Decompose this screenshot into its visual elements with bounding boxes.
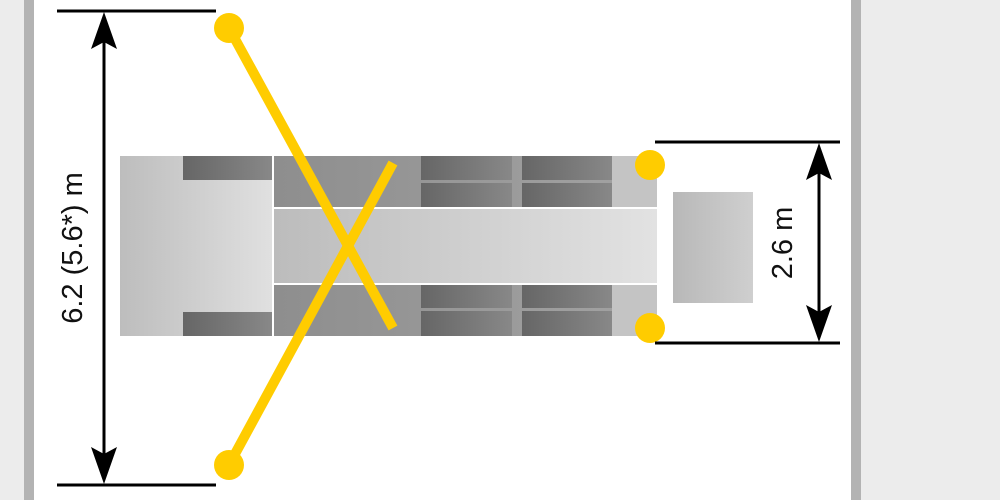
length-dimension: 6.2 (5.6*) m: [57, 9, 216, 487]
rail-blocks: [421, 156, 612, 336]
machine-rear-section: [120, 156, 272, 336]
outrigger-line-1: [224, 25, 398, 331]
arrow-up-icon: [806, 143, 832, 180]
outrigger-pads: [214, 13, 665, 480]
arrow-down-icon: [806, 305, 832, 342]
width-label: 2.6 m: [767, 207, 799, 280]
length-label: 6.2 (5.6*) m: [57, 172, 89, 324]
arrow-up-icon: [91, 12, 117, 49]
outrigger-pad-rear-bottom: [214, 450, 244, 480]
left-frame-bar: [24, 0, 34, 500]
outrigger-lines: [224, 25, 398, 468]
rear-tab-top: [183, 156, 272, 180]
outrigger-pad-front-top: [635, 150, 665, 180]
outrigger-line-2: [224, 160, 398, 468]
arrow-down-icon: [91, 447, 117, 484]
rear-tab-bottom: [183, 312, 272, 336]
right-frame-bar: [851, 0, 861, 500]
front-counterweight: [673, 192, 753, 303]
width-dimension: 2.6 m: [655, 140, 840, 345]
outrigger-pad-front-bottom: [635, 313, 665, 343]
outrigger-pad-rear-top: [214, 13, 244, 43]
